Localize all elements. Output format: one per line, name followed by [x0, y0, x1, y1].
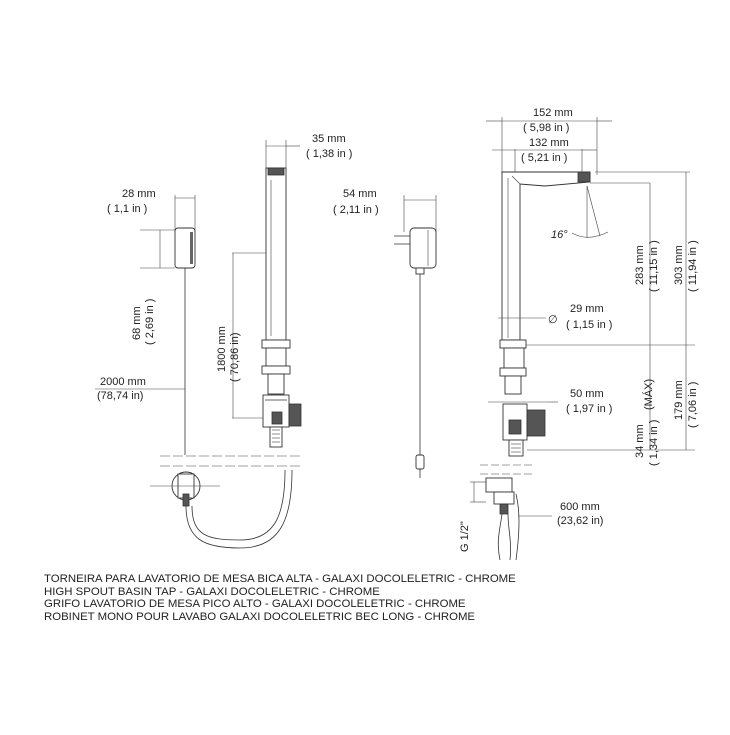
caption-line-fr: ROBINET MONO POUR LAVABO GALAXI DOCOLELE…	[44, 610, 476, 623]
max-deck-in: ( 1,34 in )	[648, 420, 660, 466]
caption-line-en: HIGH SPOUT BASIN TAP - GALAXI DOCOLELETR…	[44, 585, 380, 598]
adapter-width-in: ( 2,11 in )	[333, 204, 379, 216]
base-diameter-in: ( 1,15 in )	[566, 319, 612, 331]
valve-width-in: ( 1,97 in )	[566, 403, 612, 415]
sensor-height-in: ( 2,69 in )	[144, 299, 156, 345]
tube-width-in: ( 1,38 in )	[306, 148, 352, 160]
spout-reach-mm: 152 mm	[533, 107, 573, 119]
max-deck-mm: 34 mm	[634, 424, 646, 458]
tube-assembly: 35 mm ( 1,38 in ) 1800 mm ( 70,86 in)	[216, 133, 352, 448]
tube-body	[265, 167, 287, 341]
adapter-body	[409, 227, 437, 269]
tube-length-in: ( 70,86 in)	[229, 332, 241, 382]
sensor-width-mm: 28 mm	[122, 188, 156, 200]
hose-length-in: (23,62 in)	[557, 515, 603, 527]
spout-inner-in: ( 5,21 in )	[521, 152, 567, 164]
cable-length-in: (78,74 in)	[97, 390, 143, 402]
adapter-width-mm: 54 mm	[343, 188, 377, 200]
spout-angle: 16°	[551, 229, 568, 241]
hose-loop	[150, 455, 300, 549]
valve-height-mm: 179 mm	[673, 380, 685, 420]
sensor-assembly: 28 mm ( 1,1 in ) 68 mm ( 2,69 in ) 2000 …	[95, 188, 196, 455]
valve-width-mm: 50 mm	[570, 388, 604, 400]
cable-length-mm: 2000 mm	[100, 376, 146, 388]
thread-label: G 1/2"	[459, 521, 471, 552]
sensor-height-mm: 68 mm	[131, 306, 143, 340]
base-diameter-mm: 29 mm	[570, 303, 604, 315]
caption-line-pt: TORNEIRA PARA LAVATORIO DE MESA BICA ALT…	[44, 573, 516, 585]
height-303-mm: 303 mm	[673, 245, 685, 285]
max-deck-note: (MÁX)	[642, 379, 655, 410]
sensor-width-in: ( 1,1 in )	[107, 203, 147, 215]
tube-length-mm: 1800 mm	[216, 326, 228, 372]
hose-length-mm: 600 mm	[560, 501, 600, 513]
spout-reach-in: ( 5,98 in )	[523, 122, 569, 134]
height-303-in: ( 11,94 in )	[687, 240, 699, 292]
spout-inner-mm: 132 mm	[529, 137, 569, 149]
product-caption: TORNEIRA PARA LAVATORIO DE MESA BICA ALT…	[44, 573, 684, 623]
power-adapter: 54 mm ( 2,11 in )	[333, 188, 437, 478]
faucet-assembly: 152 mm ( 5,98 in ) 132 mm ( 5,21 in ) 16…	[459, 107, 699, 561]
diameter-symbol: ∅	[548, 314, 558, 326]
caption-line-es: GRIFO LAVATORIO DE MESA PICO ALTO - GALA…	[44, 598, 466, 611]
tube-width-mm: 35 mm	[312, 133, 346, 145]
height-283-in: ( 11,15 in )	[648, 240, 660, 292]
height-283-mm: 283 mm	[634, 245, 646, 285]
valve-height-in: ( 7,06 in )	[687, 382, 699, 428]
